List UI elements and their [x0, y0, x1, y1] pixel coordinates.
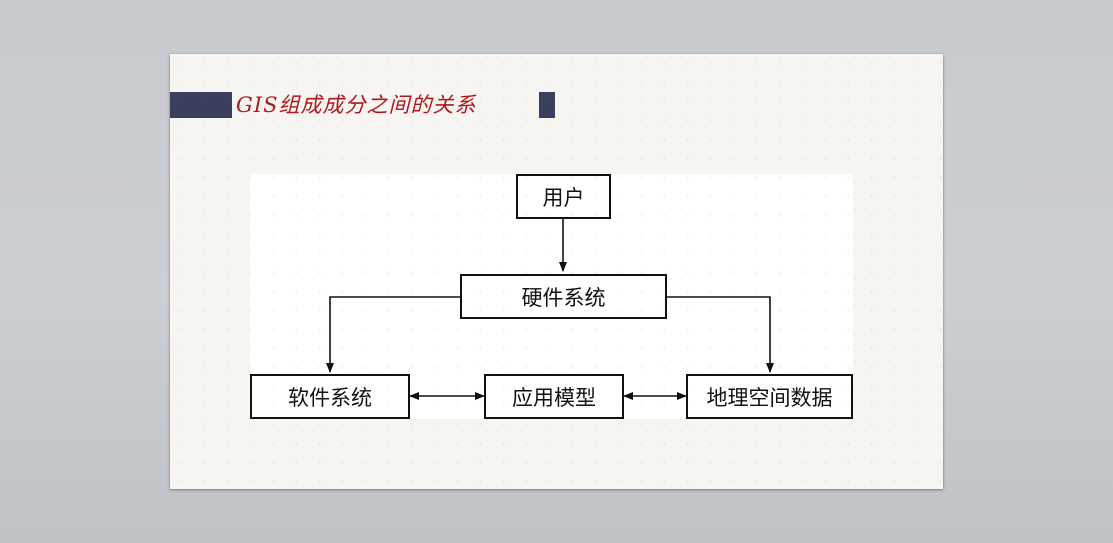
component-relationship-diagram: 用户 硬件系统 软件系统 应用模型 地理空间数据 [250, 174, 853, 419]
node-user: 用户 [516, 174, 611, 219]
connector-hardware-geodata [667, 296, 774, 373]
node-geospatial-data: 地理空间数据 [686, 374, 853, 419]
diagram-connectors [326, 219, 774, 400]
title-accent-bar-right [539, 92, 555, 118]
node-software-system: 软件系统 [250, 374, 410, 419]
node-hardware-system: 硬件系统 [460, 274, 667, 319]
node-application-model: 应用模型 [484, 374, 624, 419]
title-accent-bar-left [170, 92, 232, 118]
slide: GIS组成成分之间的关系 用户 硬件系统 软件系统 [170, 54, 943, 489]
slide-title: GIS组成成分之间的关系 [236, 93, 477, 117]
connector-hardware-software [326, 296, 460, 373]
